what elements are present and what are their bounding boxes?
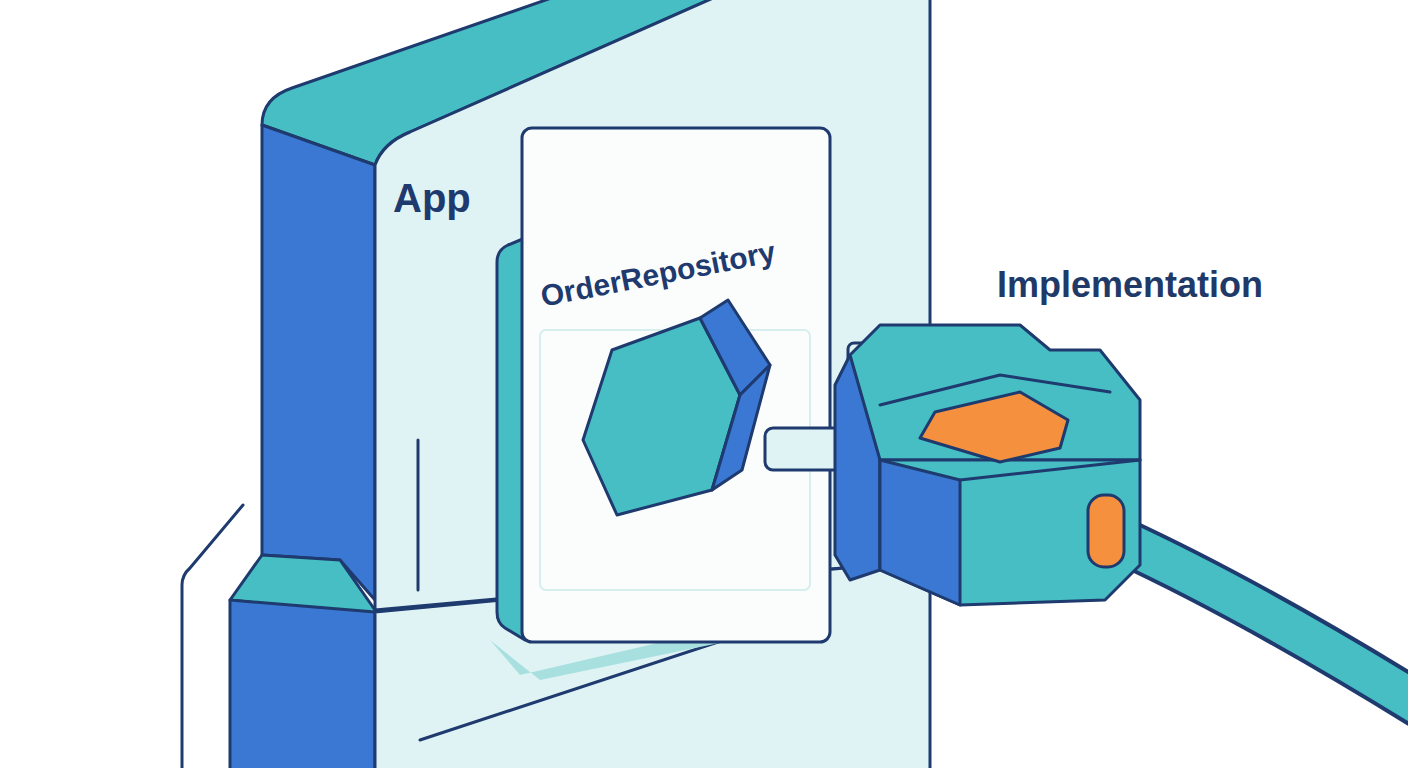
interface-socket: OrderRepository (525, 130, 830, 642)
plug-cable-outline (1120, 540, 1408, 705)
plug-body-band (880, 460, 960, 605)
plug-body-front (880, 460, 1140, 605)
socket-face (522, 128, 830, 642)
decor-line (417, 440, 420, 590)
plug-orange-tab (920, 392, 1068, 462)
component-label: Implementation (997, 264, 1263, 306)
plug-body-edge (960, 460, 1140, 480)
app-title: App (393, 176, 471, 221)
app-foot (230, 600, 375, 768)
app-left-side (262, 125, 375, 600)
hexagon-side (712, 365, 770, 490)
plug-cable (1120, 540, 1408, 705)
decor-line (182, 505, 243, 768)
plug-ring (1088, 495, 1124, 567)
app-box: AppOrderRepository (375, 160, 915, 600)
interface-name: OrderRepository (538, 235, 778, 314)
